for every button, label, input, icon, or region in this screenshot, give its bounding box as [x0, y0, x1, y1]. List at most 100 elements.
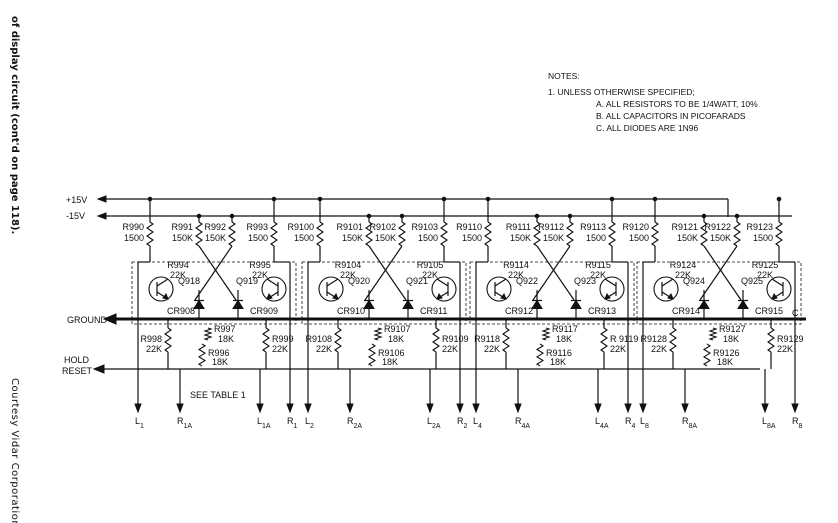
base-resistor-ref: R9115	[585, 260, 611, 270]
cross-coupling	[532, 245, 571, 301]
output-subscript: 4A	[600, 423, 609, 430]
resistor-r998	[164, 327, 172, 353]
resistor-r9101	[365, 221, 373, 247]
output-subscript: 1	[140, 423, 144, 430]
transistor-arrow-icon	[500, 292, 507, 300]
output-main: L	[473, 416, 478, 426]
resistor-ref: R9111	[506, 222, 531, 232]
cross-coupling	[368, 245, 407, 301]
junction-dot	[734, 213, 740, 219]
base-resistor-value: 22K	[508, 270, 524, 280]
resistor-value: 150K	[710, 233, 731, 243]
resistor-ref: R9126	[713, 348, 740, 358]
transistor-collector	[156, 278, 169, 287]
output-arrow-icon	[286, 403, 294, 414]
resistor-ref: R991	[171, 222, 193, 232]
resistor-r993	[270, 221, 278, 247]
resistor-value: 18K	[550, 357, 566, 367]
output-main: R	[625, 416, 632, 426]
diode-cr911-icon	[402, 299, 414, 309]
resistor-r999	[262, 327, 270, 353]
resistor-ref: R992	[204, 222, 226, 232]
resistor-ref: R9107	[384, 324, 411, 334]
output-main: R	[682, 416, 689, 426]
junction-dot	[441, 196, 447, 202]
resistor-value: 22K	[146, 344, 162, 354]
resistor-r9117	[541, 327, 551, 341]
resistor-ref: R9112	[538, 222, 564, 232]
diode-cr915-icon	[737, 299, 749, 309]
output-main: R	[347, 416, 354, 426]
transistor-arrow-icon	[604, 292, 611, 300]
base-resistor-ref: R9125	[752, 260, 779, 270]
base-resistor-value: 22K	[170, 270, 186, 280]
junction-dot	[652, 196, 658, 202]
diode-cr908-icon	[193, 299, 205, 309]
notes-item-c: C. ALL DIODES ARE 1N96	[596, 123, 698, 133]
resistor-value: 1500	[294, 233, 314, 243]
resistor-ref: R997	[214, 324, 236, 334]
base-resistor-value: 22K	[252, 270, 268, 280]
resistor-r9120	[651, 221, 659, 247]
output-subscript: 1	[294, 423, 298, 430]
output-label: L2	[305, 416, 314, 430]
diode-cr910-icon	[363, 299, 375, 309]
output-label: R8	[792, 416, 803, 430]
cross-coupling	[194, 245, 233, 301]
output-subscript: 8A	[689, 423, 698, 430]
resistor-ref: R9120	[622, 222, 649, 232]
resistor-value: 1500	[124, 233, 144, 243]
base-resistor-ref: R9124	[670, 260, 697, 270]
transistor-collector	[436, 278, 449, 287]
resistor-value: 18K	[382, 357, 398, 367]
flip-flop-stages: R9901500R991150KR992150KR9931500R99422KR…	[122, 196, 804, 430]
resistor-ref: R990	[122, 222, 144, 232]
output-arrow-icon	[514, 403, 522, 414]
resistor-value: 22K	[651, 344, 667, 354]
minus15-label: -15V	[66, 211, 85, 221]
resistor-value: 150K	[342, 233, 363, 243]
resistor-r9127	[708, 327, 718, 341]
output-arrow-icon	[346, 403, 354, 414]
resistor-value: 1500	[586, 233, 606, 243]
diode-label: CR914	[672, 306, 700, 316]
diode-label: CR912	[505, 306, 533, 316]
transistor-q919	[261, 276, 287, 302]
resistor-r9119	[600, 327, 608, 353]
output-subscript: 4	[632, 423, 636, 430]
table-reference: SEE TABLE 1	[190, 390, 246, 400]
output-subscript: 8A	[767, 423, 776, 430]
base-resistor-ref: R9104	[335, 260, 362, 270]
cell-boundary	[131, 261, 297, 325]
transistor-label: Q919	[236, 276, 258, 286]
diode-cr913-icon	[570, 299, 582, 309]
resistor-ref: R9109	[442, 334, 469, 344]
output-arrow-icon	[426, 403, 434, 414]
resistor-value: 18K	[556, 334, 572, 344]
resistor-value: 22K	[777, 344, 793, 354]
output-arrow-icon	[639, 403, 647, 414]
output-label: L4	[473, 416, 482, 430]
cell-boundary	[469, 261, 635, 325]
output-subscript: 2	[464, 423, 468, 430]
resistor-r990	[146, 221, 154, 247]
transistor-arrow-icon	[771, 292, 778, 300]
transistor-collector	[604, 278, 617, 287]
reset-label: RESET	[62, 366, 93, 376]
base-resistor-ref: R9114	[503, 260, 529, 270]
resistor-value: 22K	[272, 344, 288, 354]
transistor-label: Q920	[348, 276, 370, 286]
output-label: L8A	[762, 416, 776, 430]
output-arrow-icon	[791, 403, 799, 414]
transistor-arrow-icon	[162, 292, 169, 300]
output-subscript: 1A	[184, 423, 193, 430]
transistor-arrow-icon	[667, 292, 674, 300]
resistor-r9106	[367, 343, 377, 367]
output-subscript: 4A	[522, 423, 531, 430]
resistor-ref: R9100	[287, 222, 314, 232]
output-subscript: 2A	[432, 423, 441, 430]
resistor-r9100	[316, 221, 324, 247]
resistor-r9110	[484, 221, 492, 247]
